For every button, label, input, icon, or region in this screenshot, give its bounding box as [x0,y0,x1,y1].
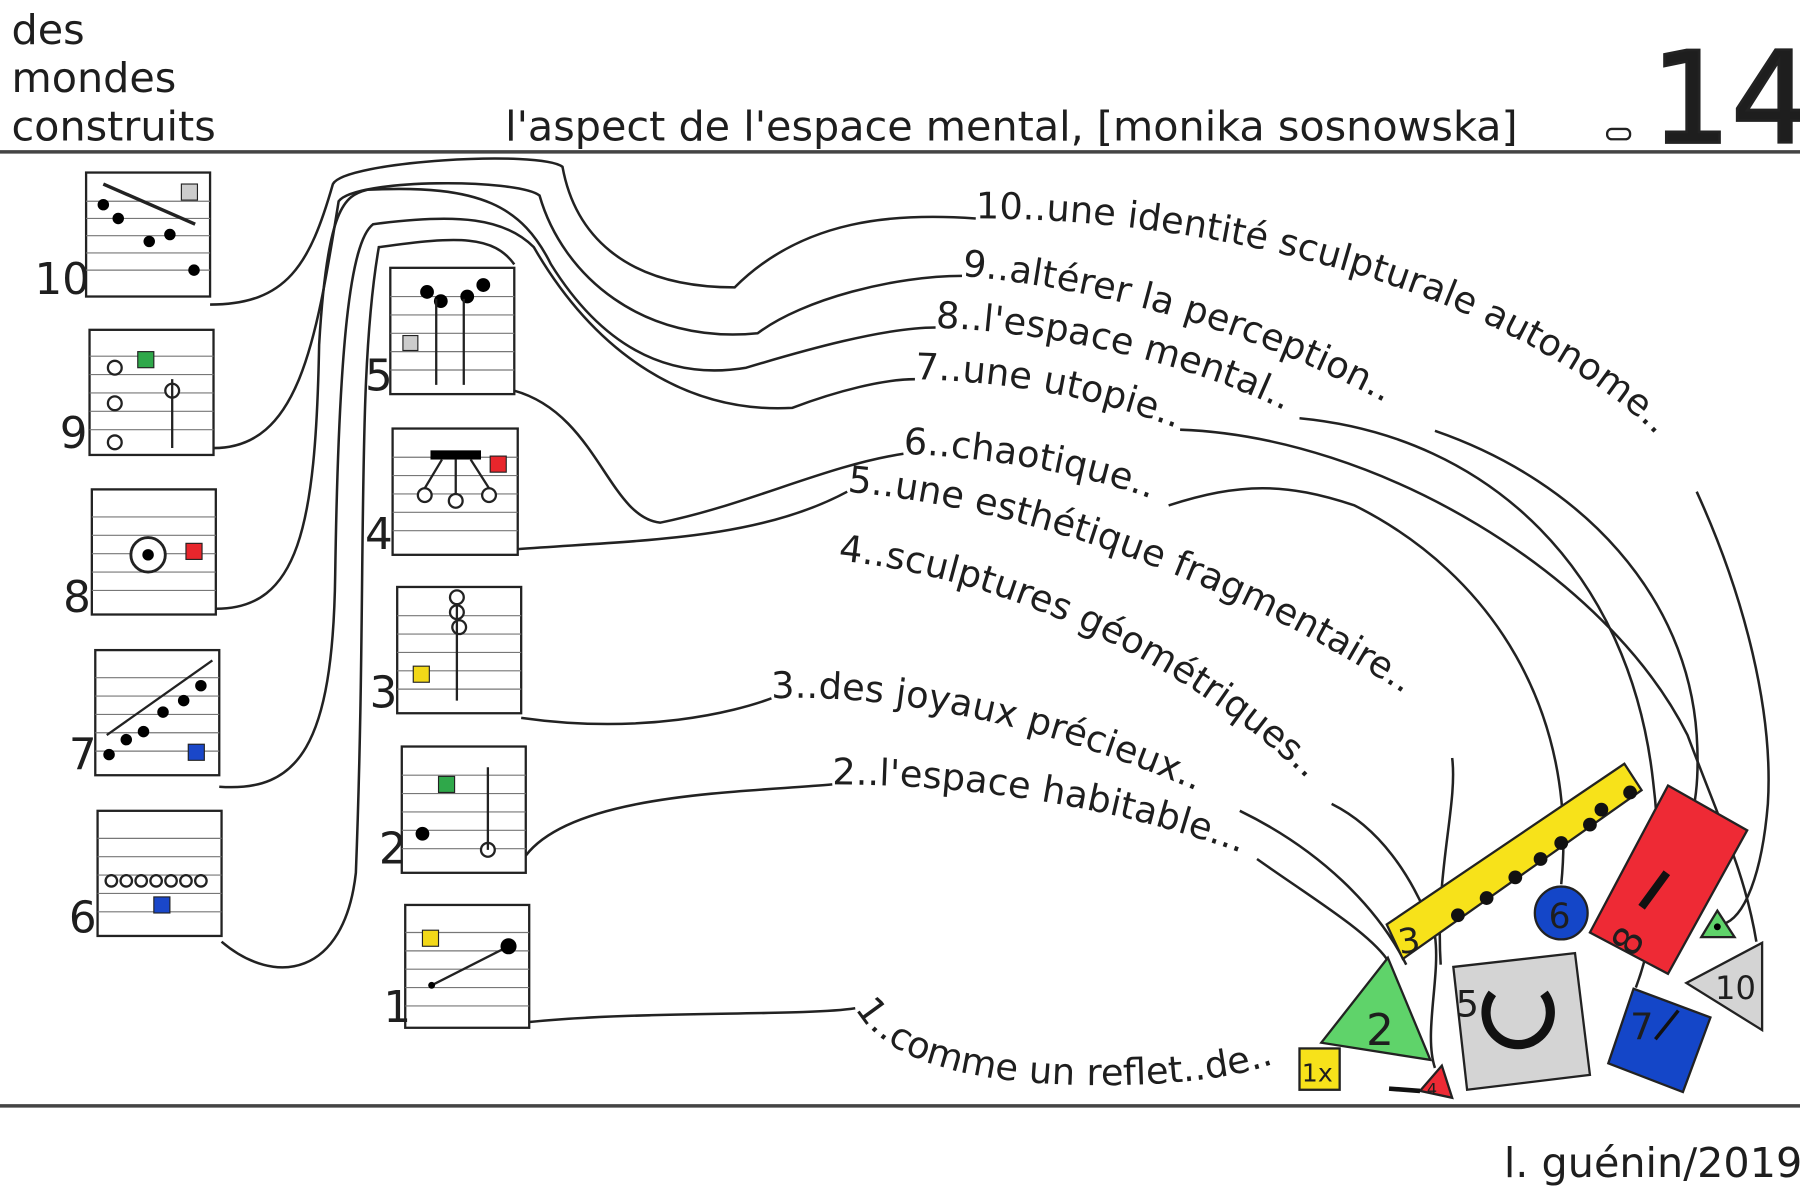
red-triangle-4: 4 [1388,1063,1454,1100]
connector-curves [210,157,1770,1069]
box-number: 6 [69,894,97,944]
shape-number: 5 [1456,982,1479,1025]
page-number: 14 [1651,26,1800,173]
dash-mark [1605,127,1632,141]
box-number: 7 [69,730,97,780]
notation-box-7: 7 [69,648,221,780]
box-number: 1 [383,983,411,1033]
header: des mondes construits l'aspect de l'espa… [0,6,1800,174]
gray-square-5: 5 [1452,951,1592,1092]
shape-number: 4 [1427,1079,1437,1098]
box-number: 10 [34,255,90,305]
series-title-line-3: construits [11,102,215,150]
middle-notation-boxes: 5 4 3 2 [365,266,531,1033]
notation-box-9: 9 [60,328,215,459]
gray-triangle-10: 10 [1684,940,1764,1033]
box-number: 2 [379,825,407,875]
notation-box-1: 1 [383,903,531,1033]
green-triangle-2: 2 [1319,955,1433,1062]
notation-box-5: 5 [365,266,516,402]
colored-shapes: 3 6 8 2 5 7 10 [1298,762,1764,1100]
signature: l. guénin/2019 [1504,1139,1800,1187]
notation-box-4: 4 [365,427,519,560]
box-number: 4 [365,510,393,560]
green-triangle-9 [1699,908,1737,939]
box-number: 9 [60,409,88,459]
blue-circle-6: 6 [1533,885,1589,941]
notation-box-6: 6 [69,809,223,944]
shape-number: 2 [1366,1006,1394,1056]
shape-number: 1x [1302,1059,1333,1088]
notation-box-3: 3 [370,585,523,719]
box-number: 5 [365,352,393,402]
box-number: 3 [370,669,398,719]
yellow-bar-3: 3 [1385,762,1644,963]
notation-box-10: 10 [34,171,212,305]
shape-number: 7 [1630,1005,1653,1048]
shape-number: 6 [1549,897,1571,937]
notation-box-8: 8 [63,488,217,623]
box-number: 8 [63,573,91,623]
shape-number: 10 [1715,969,1756,1007]
yellow-square-1x: 1x [1298,1047,1341,1091]
notation-box-2: 2 [379,745,527,875]
left-notation-boxes: 10 9 8 7 6 [34,171,223,944]
series-title-line-1: des [11,6,84,54]
blue-square-7: 7 [1606,987,1712,1094]
label-1: 1..comme un reflet..de.. [847,989,1277,1095]
subtitle: l'aspect de l'espace mental, [monika sos… [505,102,1517,150]
series-title-line-2: mondes [11,54,176,102]
red-rectangle-8: 8 [1588,783,1749,976]
